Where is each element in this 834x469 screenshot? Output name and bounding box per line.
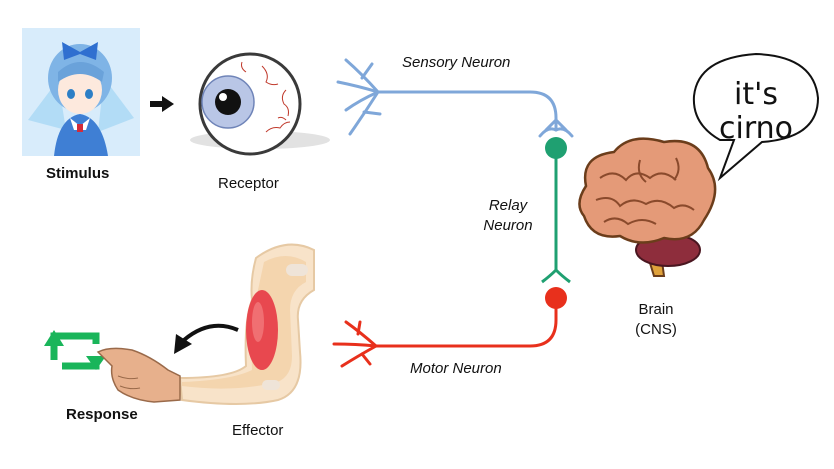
- arm-muscle-icon: [178, 243, 315, 405]
- motor-neuron: [332, 298, 558, 368]
- curved-arrow-icon: [174, 323, 239, 354]
- speech-bubble-text: it's cirno: [700, 78, 812, 146]
- brain-label-line2: (CNS): [635, 321, 677, 338]
- response-label: Response: [66, 406, 138, 423]
- speech-bubble: [692, 52, 820, 182]
- pointing-hand-icon: [96, 347, 181, 403]
- receptor-label: Receptor: [218, 175, 279, 192]
- speech-bubble-line2: cirno: [718, 111, 793, 146]
- motor-neuron-terminal: [545, 287, 567, 309]
- brain-icon: [578, 137, 717, 277]
- stimulus-image: [22, 28, 140, 156]
- relay-neuron: [541, 137, 571, 284]
- relay-neuron-label: Relay Neuron: [478, 196, 538, 236]
- relay-neuron-label-line2: Neuron: [483, 217, 533, 234]
- stimulus-label: Stimulus: [46, 165, 110, 182]
- motor-neuron-label: Motor Neuron: [410, 360, 502, 377]
- eyeball-icon: [190, 52, 330, 156]
- speech-bubble-line1: it's: [734, 77, 778, 112]
- brain-label-line1: Brain: [638, 301, 674, 318]
- arrow-icon: [150, 96, 174, 112]
- relay-neuron-label-line1: Relay: [488, 197, 528, 214]
- retweet-arrow-down: [86, 356, 106, 370]
- brain-label: Brain (CNS): [626, 300, 686, 340]
- retweet-arrow-up: [44, 330, 64, 346]
- effector-label: Effector: [232, 422, 284, 439]
- sensory-neuron-label: Sensory Neuron: [402, 54, 511, 71]
- sensory-neuron: [336, 58, 574, 138]
